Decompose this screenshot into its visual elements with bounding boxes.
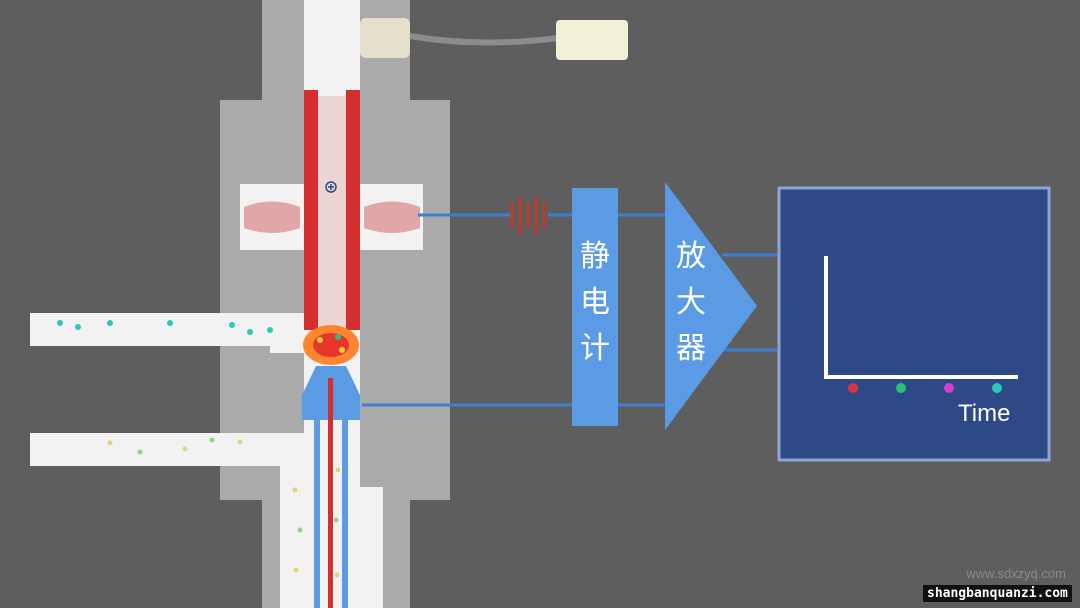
flame-icon (303, 325, 359, 365)
plus-sign-icon (325, 181, 337, 193)
sample-particles (57, 320, 341, 578)
chart-point (848, 383, 858, 393)
lower-gas-inlet (30, 433, 310, 608)
amplifier-label: 放 大 器 (676, 239, 706, 366)
electrometer-label: 静 电 计 (580, 239, 610, 366)
chart-points (848, 383, 1002, 393)
watermark-overlay: shangbanquanzi.com (923, 585, 1072, 602)
jet-nozzle (302, 366, 360, 608)
upper-gas-inlet (30, 313, 312, 353)
collector-ring (240, 184, 423, 250)
chart-point (896, 383, 906, 393)
chart-point (944, 383, 954, 393)
side-channel (355, 487, 383, 608)
signal-wires (362, 213, 780, 407)
watermark-site: www.sdxzyq.com (966, 566, 1066, 581)
top-cable-fitting (360, 18, 628, 60)
electrometer-box (572, 188, 618, 426)
battery-icon (510, 196, 546, 234)
recorder-screen (777, 186, 1051, 462)
amplifier-triangle (665, 182, 757, 430)
collector-electrode (304, 90, 360, 330)
chart-point (992, 383, 1002, 393)
time-axis-label: Time (958, 400, 1011, 427)
